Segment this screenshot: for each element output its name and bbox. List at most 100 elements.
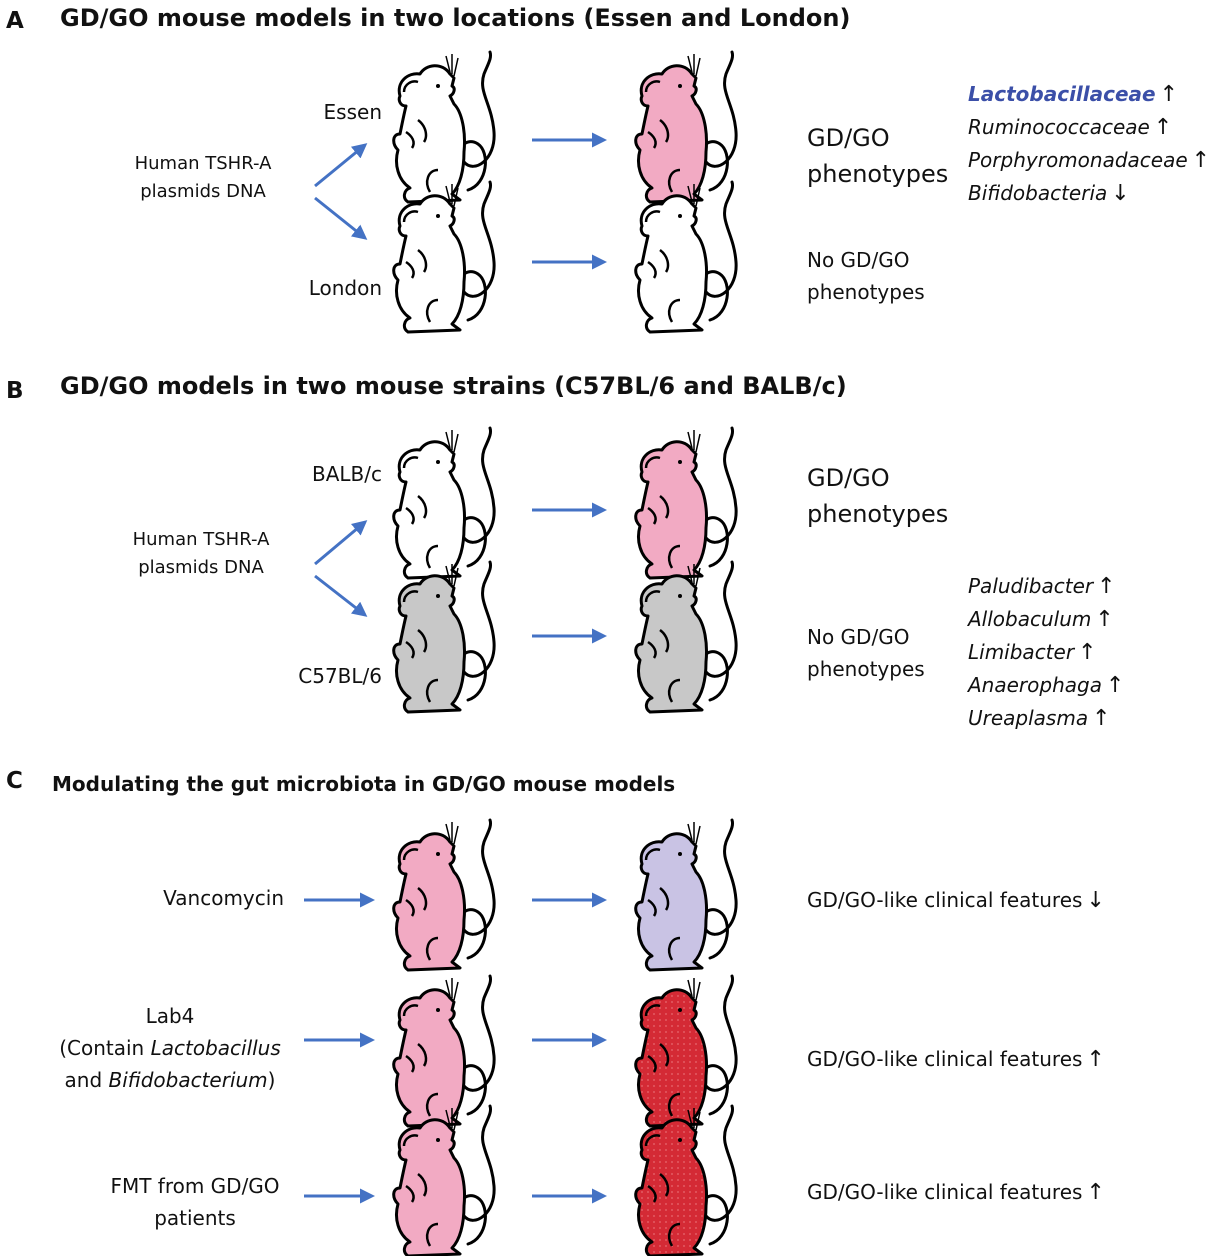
panel-a-bottom-label: London — [308, 276, 382, 300]
up-arrow-glyph: ↑ — [1097, 574, 1116, 599]
panel-a-top-outcome-line2: phenotypes — [807, 160, 949, 188]
panel-c-outcome-3: GD/GO-like clinical features↑ — [807, 1180, 1105, 1205]
panel-b-bacteria-list: Paludibacter↑ Allobaculum↑ Limibacter↑ A… — [968, 570, 1124, 735]
treatment-line: Lab4 — [145, 1004, 195, 1028]
panel-c-treatment-fmt: FMT from GD/GO patients — [90, 1170, 300, 1234]
panel-a-source-line1: Human TSHR-A — [134, 153, 272, 174]
blue-arrow-icon — [314, 196, 368, 240]
mouse-icon — [634, 426, 738, 580]
mouse-icon — [392, 560, 496, 714]
panel-b-bottom-outcome: No GD/GO phenotypes — [807, 621, 925, 685]
panel-c-outcome-2: GD/GO-like clinical features↑ — [807, 1047, 1105, 1072]
outcome-text: GD/GO-like clinical features — [807, 888, 1083, 912]
bacteria-item: Allobaculum↑ — [968, 603, 1124, 636]
panel-a-top-label: Essen — [323, 100, 382, 124]
outcome-text: GD/GO-like clinical features — [807, 1180, 1083, 1204]
panel-b-source-line1: Human TSHR-A — [132, 529, 270, 550]
treatment-genus: Lactobacillus — [150, 1036, 281, 1060]
bacteria-name: Limibacter — [968, 640, 1075, 664]
bacteria-item: Lactobacillaceae↑ — [968, 78, 1210, 111]
treatment-line: and Bifidobacterium) — [30, 1064, 310, 1096]
down-arrow-glyph: ↓ — [1111, 181, 1130, 206]
panel-b-top-outcome-line2: phenotypes — [807, 500, 949, 528]
bacteria-name: Paludibacter — [968, 574, 1094, 598]
bacteria-item: Porphyromonadaceae↑ — [968, 144, 1210, 177]
panel-b-mice — [392, 426, 738, 714]
bacteria-name: Porphyromonadaceae — [968, 148, 1188, 172]
mouse-icon — [392, 50, 496, 204]
bacteria-item: Paludibacter↑ — [968, 570, 1124, 603]
panel-b-bottom-label: C57BL/6 — [298, 664, 382, 688]
panel-c-treatment-vancomycin: Vancomycin — [163, 886, 284, 910]
up-arrow-glyph: ↑ — [1086, 1180, 1105, 1205]
bacteria-item: Anaerophaga↑ — [968, 669, 1124, 702]
panel-c-title: Modulating the gut microbiota in GD/GO m… — [52, 772, 676, 796]
mouse-icon — [634, 50, 738, 204]
treatment-text: and — [64, 1068, 109, 1092]
treatment-line: (Contain Lactobacillus — [30, 1032, 310, 1064]
down-arrow-glyph: ↓ — [1086, 888, 1105, 913]
blue-arrow-icon — [314, 520, 368, 566]
treatment-genus: Bifidobacterium — [108, 1068, 268, 1092]
mouse-icon — [634, 974, 738, 1128]
panel-a-letter: A — [6, 8, 24, 34]
panel-a-bacteria-list: Lactobacillaceae↑ Ruminococcaceae↑ Porph… — [968, 78, 1210, 210]
panel-c-mice — [392, 818, 738, 1256]
bacteria-name: Allobaculum — [968, 607, 1092, 631]
panel-c-outcome-1: GD/GO-like clinical features↓ — [807, 888, 1105, 913]
up-arrow-glyph: ↑ — [1078, 640, 1097, 665]
up-arrow-glyph: ↑ — [1095, 607, 1114, 632]
treatment-line: FMT from GD/GO — [110, 1174, 280, 1198]
panel-b-top-label: BALB/c — [312, 462, 382, 486]
treatment-line: patients — [154, 1206, 236, 1230]
mouse-icon — [392, 818, 496, 972]
bacteria-item: Limibacter↑ — [968, 636, 1124, 669]
panel-b-letter: B — [6, 378, 24, 404]
panel-b-source-line2: plasmids DNA — [138, 557, 264, 578]
up-arrow-glyph: ↑ — [1092, 706, 1111, 731]
panel-a-source: Human TSHR-A plasmids DNA — [118, 150, 288, 206]
mouse-icon — [392, 426, 496, 580]
mouse-icon — [392, 1104, 496, 1256]
panel-b-source: Human TSHR-A plasmids DNA — [116, 526, 286, 582]
panel-c-letter: C — [6, 768, 23, 794]
panel-a-bottom-outcome: No GD/GO phenotypes — [807, 244, 925, 308]
panel-b-title: GD/GO models in two mouse strains (C57BL… — [60, 372, 847, 400]
bacteria-item: Ruminococcaceae↑ — [968, 111, 1210, 144]
bacteria-name: Bifidobacteria — [968, 181, 1108, 205]
panel-b-bottom-outcome-line1: No GD/GO — [807, 625, 910, 649]
up-arrow-glyph: ↑ — [1105, 673, 1125, 698]
panel-a-bottom-outcome-line1: No GD/GO — [807, 248, 910, 272]
outcome-text: GD/GO-like clinical features — [807, 1047, 1083, 1071]
panel-b-top-outcome: GD/GO phenotypes — [807, 460, 948, 532]
bacteria-name: Lactobacillaceae — [968, 82, 1156, 106]
blue-arrow-icon — [314, 143, 368, 188]
mouse-icon — [634, 180, 738, 334]
mouse-icon — [392, 180, 496, 334]
panel-a-title: GD/GO mouse models in two locations (Ess… — [60, 4, 851, 32]
mouse-icon — [392, 974, 496, 1128]
panel-a-top-outcome-line1: GD/GO — [807, 124, 890, 152]
up-arrow-glyph: ↑ — [1159, 82, 1179, 107]
panel-b-bottom-outcome-line2: phenotypes — [807, 657, 925, 681]
up-arrow-glyph: ↑ — [1086, 1047, 1105, 1072]
panel-a-source-line2: plasmids DNA — [140, 181, 266, 202]
treatment-text: ) — [267, 1068, 276, 1092]
panel-a-mice — [392, 50, 738, 334]
bacteria-item: Ureaplasma↑ — [968, 702, 1124, 735]
bacteria-name: Ureaplasma — [968, 706, 1089, 730]
up-arrow-glyph: ↑ — [1153, 115, 1173, 140]
bacteria-item: Bifidobacteria↓ — [968, 177, 1210, 210]
panel-c-treatment-lab4: Lab4 (Contain Lactobacillus and Bifidoba… — [30, 1000, 310, 1096]
mouse-icon — [634, 560, 738, 714]
up-arrow-glyph: ↑ — [1191, 148, 1211, 173]
treatment-text: (Contain — [59, 1036, 151, 1060]
panel-b-top-outcome-line1: GD/GO — [807, 464, 890, 492]
bacteria-name: Anaerophaga — [968, 673, 1102, 697]
blue-arrow-icon — [314, 574, 368, 617]
panel-a-top-outcome: GD/GO phenotypes — [807, 120, 948, 192]
panel-a-bottom-outcome-line2: phenotypes — [807, 280, 925, 304]
mouse-icon — [634, 818, 738, 972]
mouse-icon — [634, 1104, 738, 1256]
